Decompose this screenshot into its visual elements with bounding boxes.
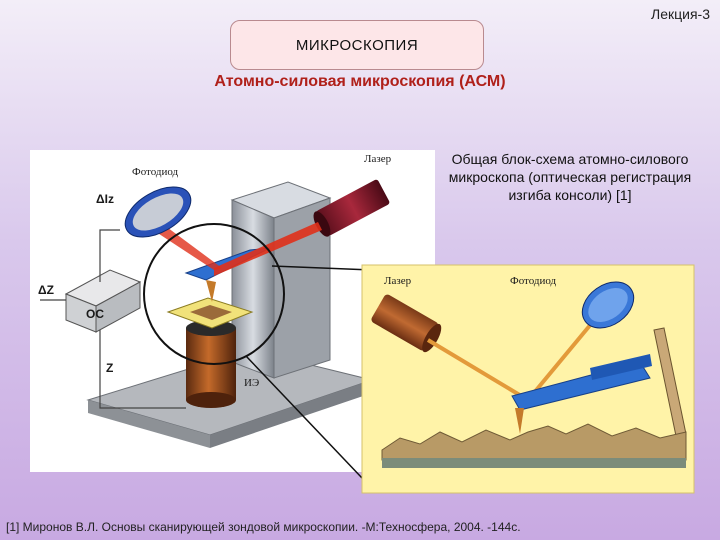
inset-beam-in (426, 338, 530, 402)
label-laser: Лазер (364, 153, 392, 165)
slide-title-box: МИКРОСКОПИЯ (230, 20, 484, 70)
label-delta-z: ΔZ (38, 283, 54, 297)
slide-title: МИКРОСКОПИЯ (295, 36, 419, 54)
inset-label-photodiode: Фотодиод (510, 275, 557, 287)
slide-subtitle: Атомно-силовая микроскопия (АСМ) (214, 73, 506, 90)
lecture-number: Лекция-3 (651, 6, 710, 22)
laser-beam-out (150, 222, 222, 270)
inset-cantilever-holder (590, 354, 652, 380)
label-delta-i: ΔIz (96, 192, 114, 206)
inset-label-laser: Лазер (384, 275, 412, 287)
diagram-caption: Общая блок-схема атомно-силового микроск… (448, 151, 692, 203)
label-ie: ИЭ (244, 377, 259, 389)
base-plate-front (88, 400, 210, 448)
probe-tip (206, 280, 216, 302)
label-oc: ОС (86, 307, 104, 321)
photodiode (124, 186, 192, 238)
sample (190, 305, 232, 320)
label-photodiode: Фотодиод (132, 166, 179, 178)
laser-source (313, 179, 390, 237)
zoom-line-bottom (245, 355, 363, 479)
inset-laser-source (371, 294, 442, 353)
inset-photodiode (581, 281, 635, 329)
reference-footnote: [1] Миронов В.Л. Основы сканирующей зонд… (6, 520, 521, 534)
label-z: Z (106, 361, 113, 375)
piezo-cylinder-bottom (186, 392, 236, 408)
inset-substrate (382, 458, 686, 468)
zoom-circle (143, 223, 285, 365)
inset-probe-tip (515, 408, 524, 434)
signal-line-z (99, 330, 186, 409)
inset-sample-surface (381, 423, 687, 461)
feedback-box-side (95, 281, 141, 333)
signal-line-diode (99, 229, 120, 282)
base-plate-side (210, 380, 372, 448)
zoom-line-top (271, 265, 373, 271)
